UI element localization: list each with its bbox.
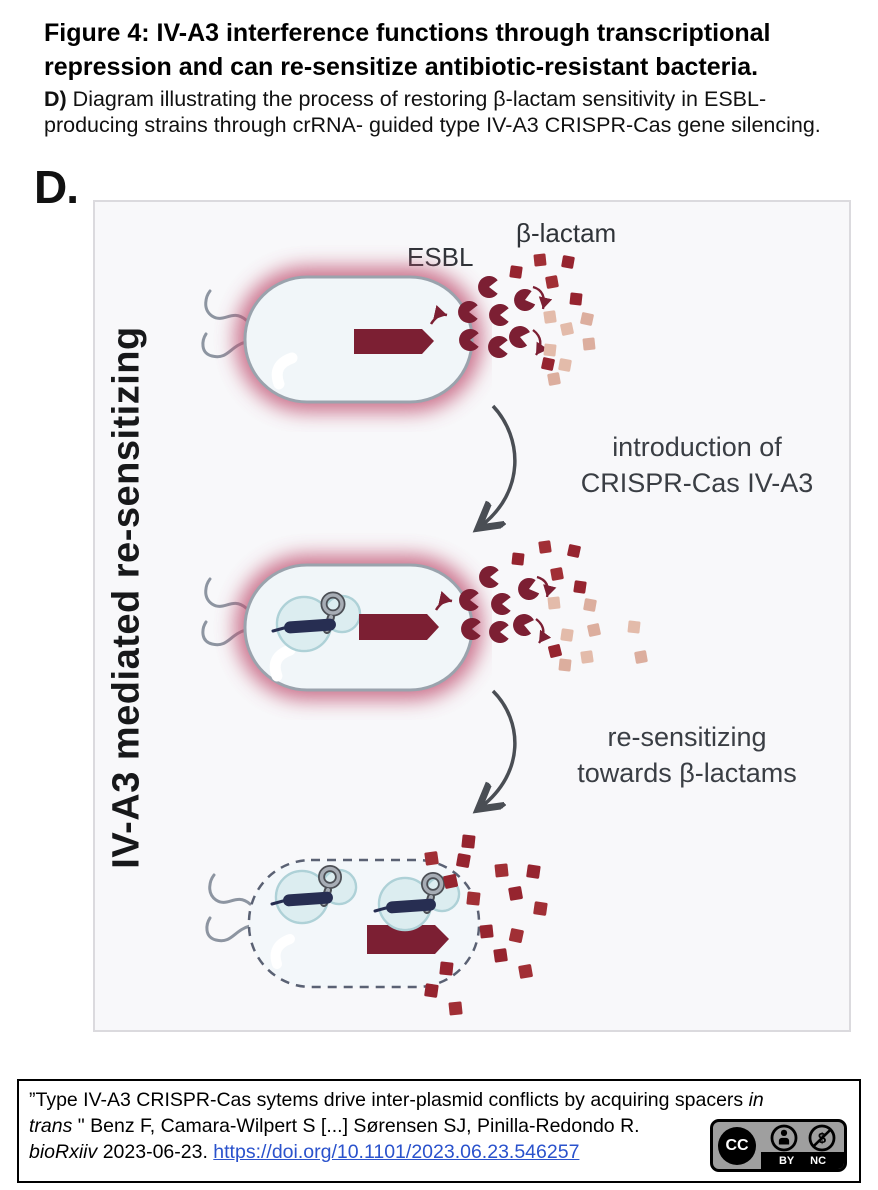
flagella-icon xyxy=(201,332,248,359)
beta-lactam-squares-intact xyxy=(424,834,548,1016)
cascade-complex xyxy=(284,618,336,634)
crispr-plasmid xyxy=(270,865,358,925)
silenced-esbl-gene xyxy=(367,925,449,954)
cc-nc-dollar-icon: $ xyxy=(808,1124,835,1152)
beta-lactam-label: β-lactam xyxy=(516,218,617,248)
beta-lactam-squares xyxy=(509,253,596,386)
crispr-plasmid xyxy=(271,591,362,653)
plasmid-crescent xyxy=(269,644,296,682)
cc-by-person-icon xyxy=(770,1124,797,1152)
flagella-icon xyxy=(201,620,248,647)
crispr-bacterium-illustration xyxy=(201,555,482,700)
esbl-enzyme-icons xyxy=(458,276,536,358)
flagella-icon xyxy=(204,289,248,322)
cascade-complex xyxy=(283,891,333,907)
cc-license-badge: CC $ BY NC xyxy=(710,1119,847,1172)
diagram-panel: IV-A3 mediated re-sensitizing ESBL β-lac… xyxy=(93,200,851,1032)
esbl-label: ESBL xyxy=(407,242,474,272)
cc-icon: CC xyxy=(718,1126,756,1165)
citation-line-3: bioRxiiv 2023-06-23. https://doi.org/10.… xyxy=(29,1141,580,1163)
transcription-arrow-icon xyxy=(429,304,448,325)
flagella-icon xyxy=(205,916,252,943)
plasmid-crescent xyxy=(270,934,295,969)
cleavage-arrow-icon xyxy=(535,618,552,644)
cleavage-arrow-icon xyxy=(532,329,549,356)
plasmid-crescent xyxy=(271,352,298,390)
resistant-bacterium-illustration xyxy=(201,267,482,412)
esbl-gene-arrow xyxy=(359,614,439,640)
side-label-wrap: IV-A3 mediated re-sensitizing xyxy=(95,202,159,992)
esbl-gene-arrow xyxy=(354,329,434,354)
citation-line-1: ”Type IV-A3 CRISPR-Cas sytems drive inte… xyxy=(29,1089,764,1111)
step1-label: introduction of CRISPR-Cas IV-A3 xyxy=(580,432,814,498)
esbl-betalactam-cluster-2 xyxy=(459,540,648,672)
transcription-arrow-icon xyxy=(434,590,453,611)
doi-link[interactable]: https://doi.org/10.1101/2023.06.23.54625… xyxy=(213,1141,580,1163)
beta-lactam-squares xyxy=(511,540,648,672)
citation-line-2: trans " Benz F, Camara-Wilpert S [...] S… xyxy=(29,1115,640,1137)
flagella-icon xyxy=(204,577,248,610)
panel-d-label: D. xyxy=(34,161,79,213)
panel-caption-label: D) xyxy=(44,87,67,111)
step1-arrow-icon xyxy=(467,404,517,540)
cascade-complex xyxy=(386,898,436,914)
step2-arrow-icon xyxy=(467,689,517,820)
cleavage-arrow-icon xyxy=(532,285,553,310)
figure-caption: D) Diagram illustrating the process of r… xyxy=(44,87,856,138)
flagella-icon xyxy=(208,873,252,906)
figure-title: Figure 4: IV-A3 interference functions t… xyxy=(44,19,771,81)
citation-box: ”Type IV-A3 CRISPR-Cas sytems drive inte… xyxy=(17,1079,861,1183)
resensitized-bacterium-illustration xyxy=(205,834,548,1016)
esbl-enzyme-icons xyxy=(459,566,540,643)
panel-caption-text: Diagram illustrating the process of rest… xyxy=(44,87,821,137)
cleavage-arrow-icon xyxy=(536,575,557,598)
cc-strip: BY NC xyxy=(761,1152,844,1169)
diagram-side-label: IV-A3 mediated re-sensitizing xyxy=(105,325,148,869)
esbl-betalactam-cluster-1 xyxy=(458,253,596,386)
step2-label: re-sensitizing towards β-lactams xyxy=(577,722,797,788)
